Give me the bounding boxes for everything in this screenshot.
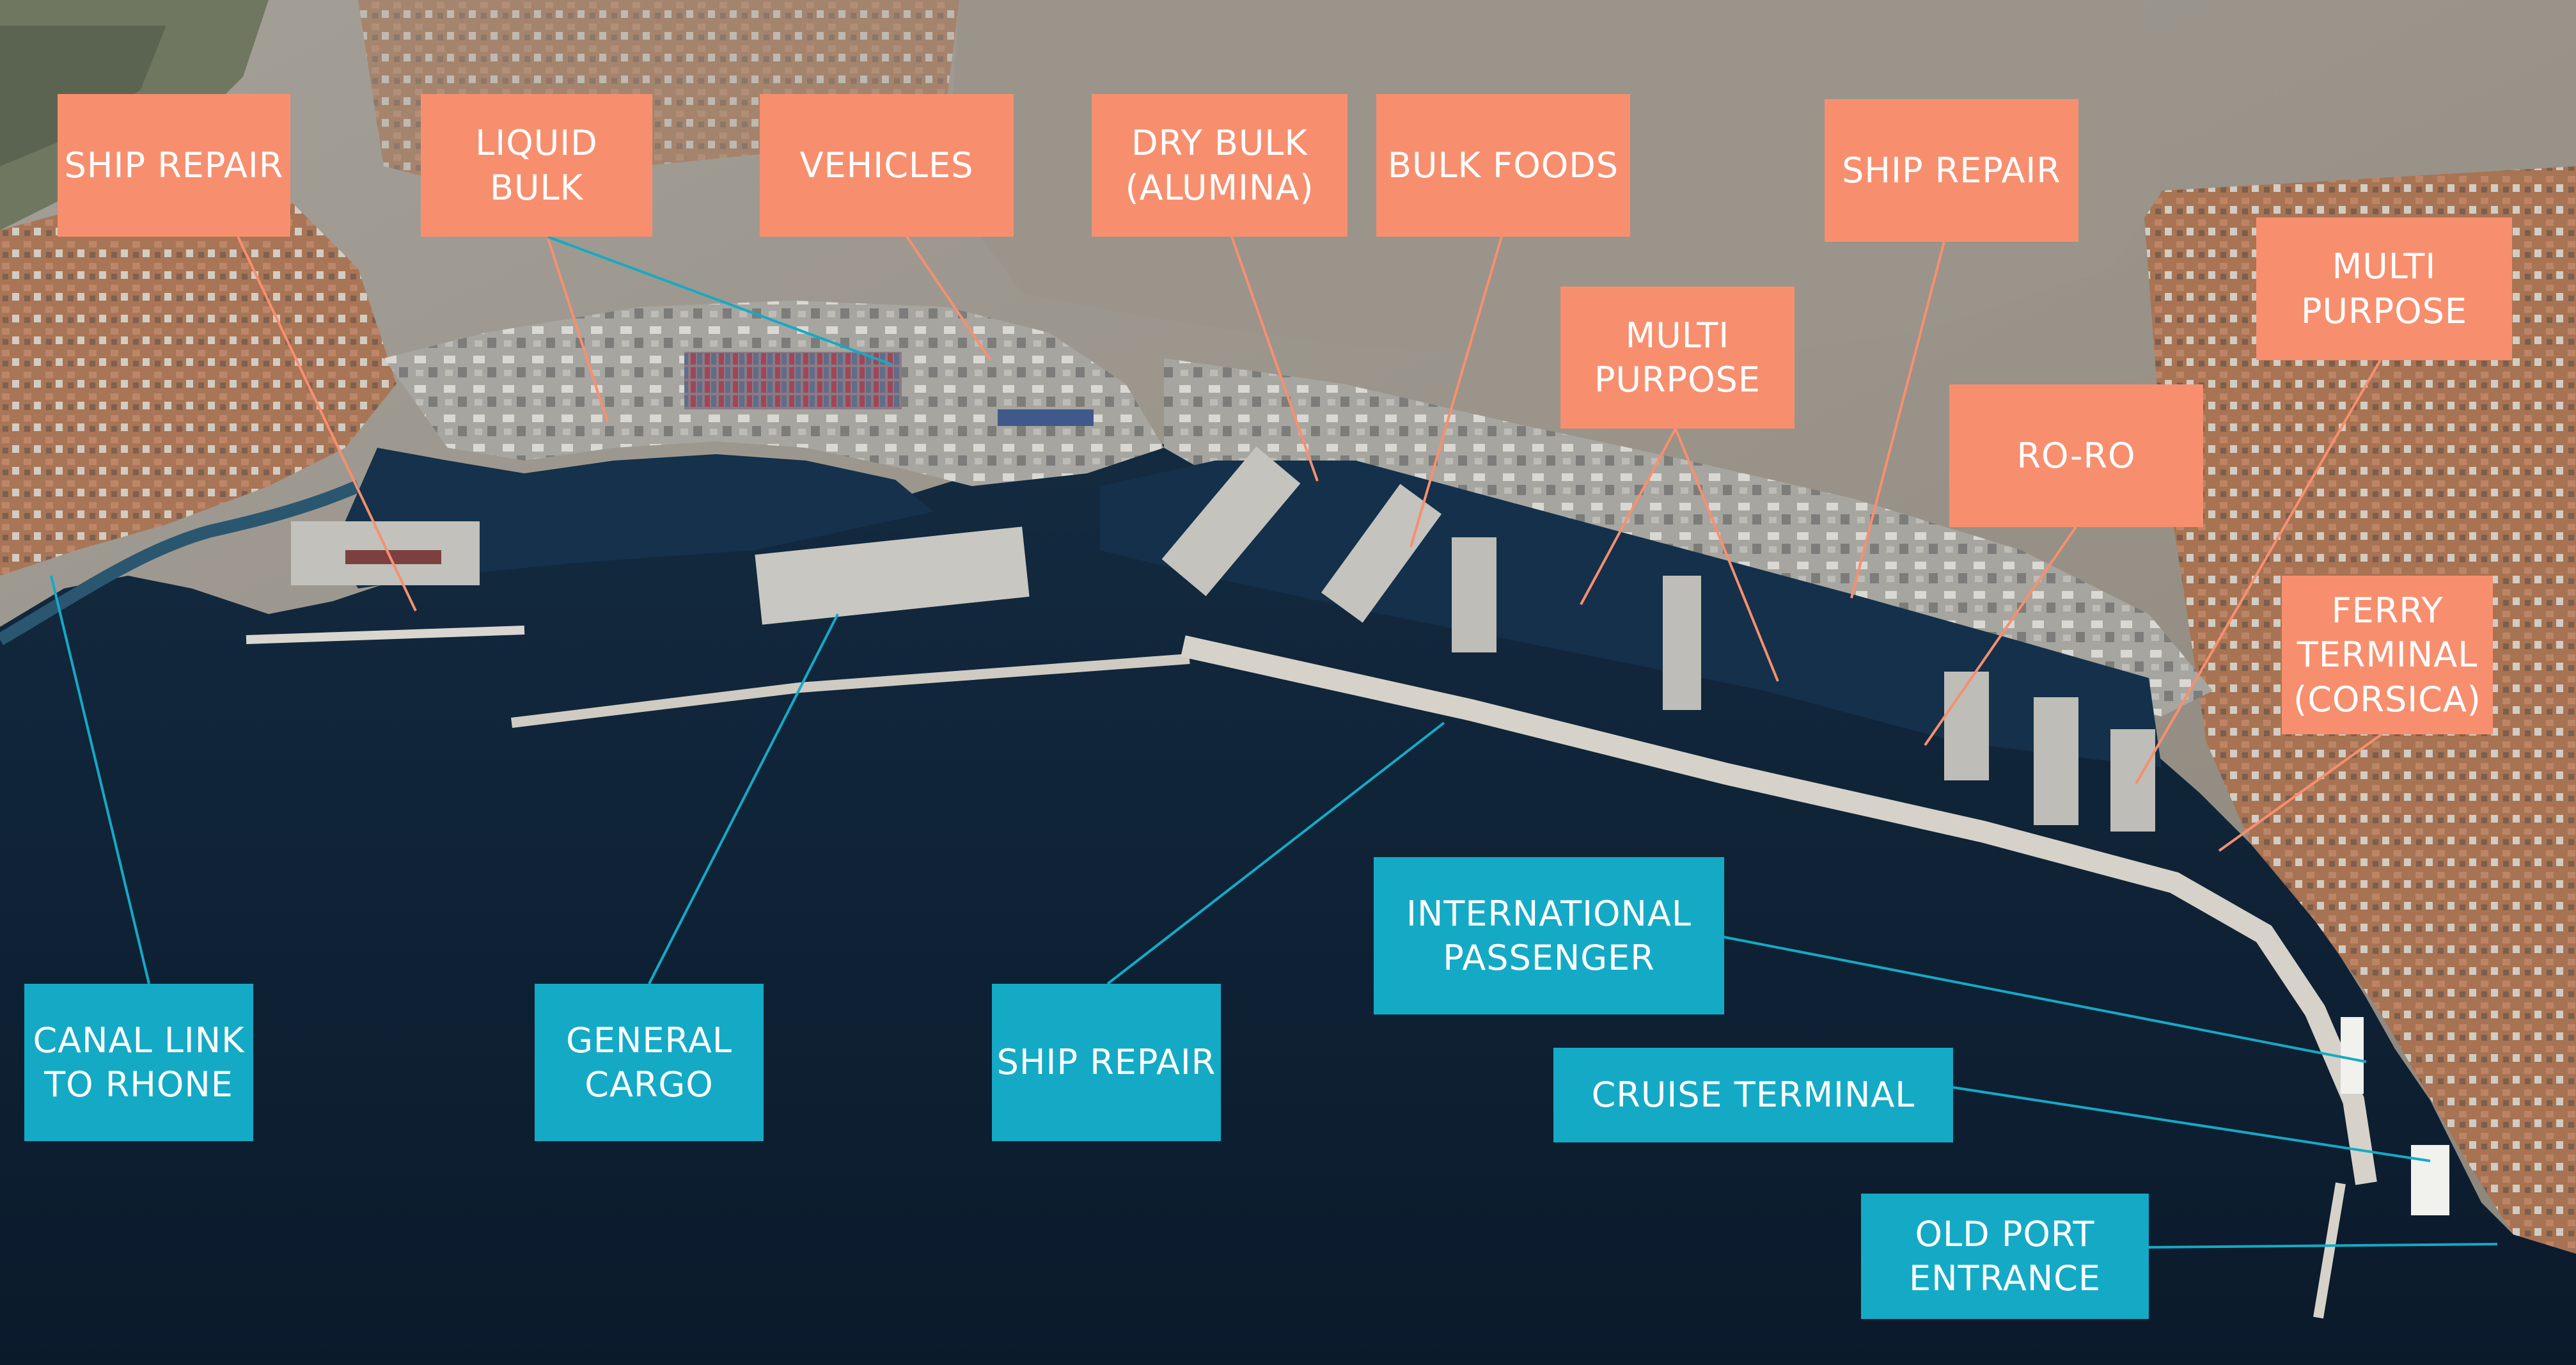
label-bulk-foods: BULK FOODS	[1376, 94, 1630, 237]
pier-ferry-2	[2110, 729, 2155, 832]
old-port-jetty	[2313, 1182, 2346, 1319]
label-general-cargo: GENERAL CARGO	[535, 984, 764, 1141]
connector-lines	[50, 235, 2498, 1249]
connector-multi-purpose-b	[1674, 428, 1779, 682]
pier-ro-ro	[1944, 672, 1989, 780]
connector-liquid-bulk-2	[547, 235, 893, 366]
pier-multi-purpose-2	[1663, 576, 1701, 710]
label-ship-repair-west: SHIP REPAIR	[58, 94, 290, 237]
ship-2	[998, 409, 1094, 426]
connector-general-cargo	[648, 613, 839, 984]
pier-general-cargo	[755, 526, 1030, 625]
label-dry-bulk: DRY BULK (ALUMINA)	[1092, 94, 1347, 237]
label-multi-purpose-center: MULTI PURPOSE	[1560, 287, 1795, 429]
connector-multi-purpose-a	[1580, 428, 1677, 605]
ship-1	[345, 550, 441, 564]
connector-ship-repair-breakwater	[1106, 722, 1445, 985]
connector-dry-bulk	[1230, 236, 1319, 482]
label-ro-ro: RO-RO	[1949, 384, 2203, 527]
label-ship-repair-north: SHIP REPAIR	[1825, 99, 2078, 242]
connector-ferry	[2218, 733, 2383, 852]
connector-ship-repair-west	[237, 236, 417, 611]
ship-3	[2341, 1017, 2364, 1094]
connector-multi-purpose-east	[2135, 359, 2382, 784]
breakwater-west	[246, 626, 525, 644]
label-ferry-terminal: FERRY TERMINAL (CORSICA)	[2282, 576, 2493, 734]
urban-west	[0, 179, 397, 576]
pier-bulk-foods	[1321, 484, 1442, 623]
pier-multi-purpose	[1452, 537, 1496, 652]
label-cruise-terminal: CRUISE TERMINAL	[1553, 1048, 1953, 1142]
label-liquid-bulk: LIQUID BULK	[421, 94, 652, 237]
label-ship-repair-breakwater: SHIP REPAIR	[992, 984, 1221, 1141]
connector-ship-repair-north	[1850, 241, 1945, 599]
connector-ro-ro	[1924, 526, 2077, 746]
canal-coast	[0, 480, 361, 645]
label-old-port-entrance: OLD PORT ENTRANCE	[1861, 1194, 2149, 1319]
connector-vehicles	[906, 235, 991, 361]
label-vehicles: VEHICLES	[760, 94, 1014, 237]
basin-west	[333, 448, 934, 588]
connector-bulk-foods	[1410, 236, 1503, 548]
ship-4	[2411, 1145, 2449, 1215]
container-yard	[684, 352, 902, 409]
pier-dry-bulk	[1161, 446, 1301, 597]
connector-canal	[50, 575, 150, 984]
connector-international-passenger	[1724, 936, 2367, 1063]
connector-old-port	[2148, 1243, 2498, 1249]
label-canal-link: CANAL LINK TO RHONE	[24, 984, 253, 1141]
connector-cruise-terminal	[1952, 1086, 2431, 1162]
pier-ferry	[2034, 697, 2078, 825]
connector-liquid-bulk	[546, 236, 609, 423]
label-multi-purpose-east: MULTI PURPOSE	[2256, 217, 2512, 360]
label-international-passenger: INTERNATIONAL PASSENGER	[1374, 857, 1724, 1014]
